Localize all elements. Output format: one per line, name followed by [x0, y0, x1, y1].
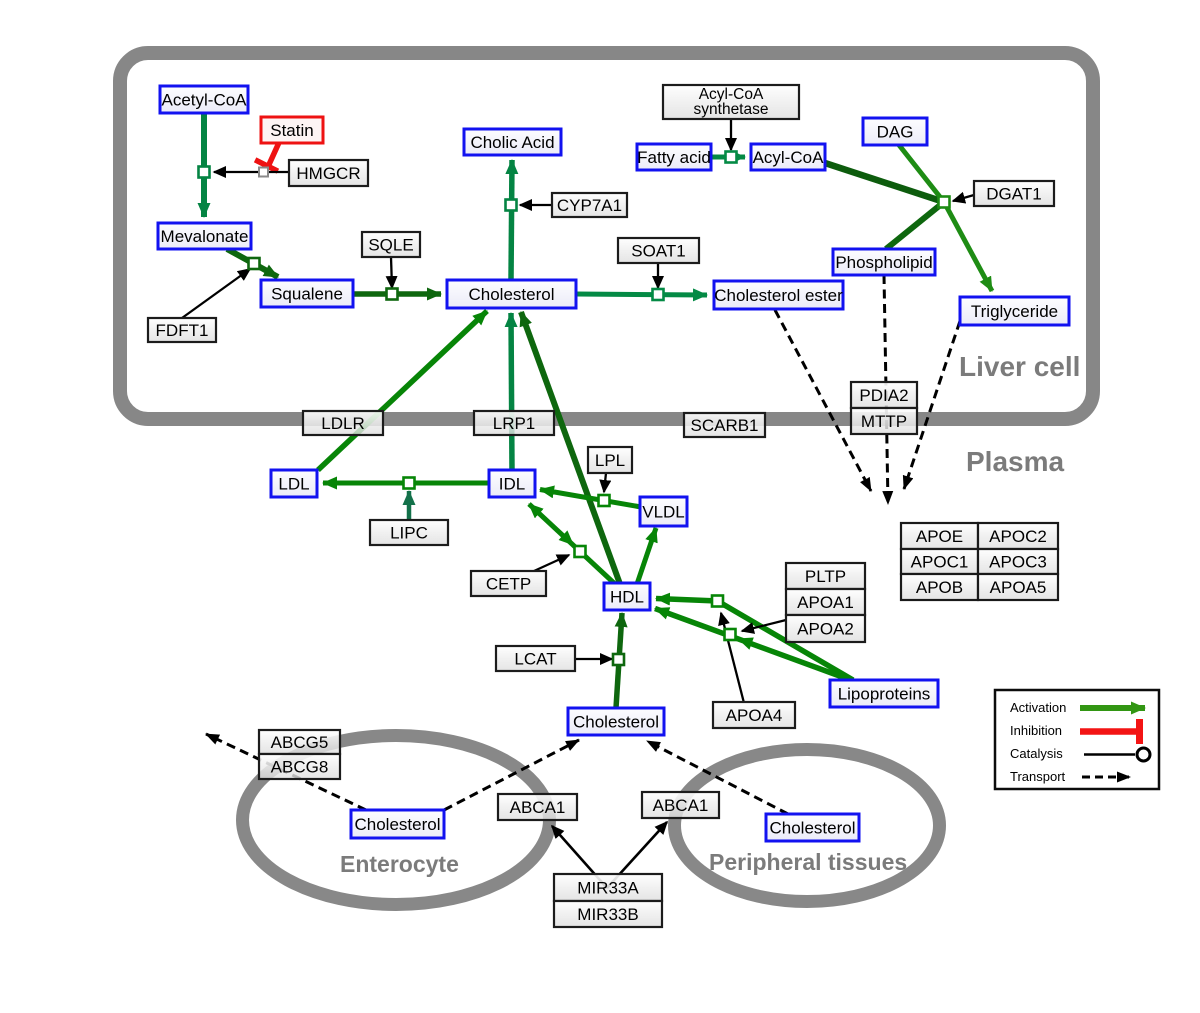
svg-text:ABCG5: ABCG5	[271, 733, 329, 752]
svg-text:LIPC: LIPC	[390, 524, 428, 543]
svg-text:Acetyl-CoA: Acetyl-CoA	[161, 91, 247, 110]
svg-text:Cholesterol ester: Cholesterol ester	[714, 286, 843, 305]
svg-text:APOE: APOE	[916, 527, 963, 546]
svg-text:APOC2: APOC2	[989, 527, 1047, 546]
svg-text:Plasma: Plasma	[966, 446, 1064, 477]
svg-text:SCARB1: SCARB1	[690, 416, 758, 435]
svg-text:Statin: Statin	[270, 121, 313, 140]
svg-text:PDIA2: PDIA2	[859, 386, 908, 405]
svg-text:Phospholipid: Phospholipid	[835, 253, 932, 272]
svg-text:Fatty acid: Fatty acid	[637, 148, 711, 167]
svg-text:Activation: Activation	[1010, 700, 1066, 715]
svg-text:APOA4: APOA4	[726, 706, 783, 725]
svg-text:LPL: LPL	[595, 451, 625, 470]
svg-text:HDL: HDL	[610, 588, 644, 607]
svg-text:Acyl-CoA: Acyl-CoA	[753, 148, 825, 167]
svg-text:CETP: CETP	[486, 575, 531, 594]
svg-text:DGAT1: DGAT1	[986, 185, 1041, 204]
svg-text:MIR33A: MIR33A	[577, 879, 639, 898]
svg-text:IDL: IDL	[499, 475, 525, 494]
svg-text:Cholesterol: Cholesterol	[573, 713, 659, 732]
svg-text:MIR33B: MIR33B	[577, 905, 638, 924]
svg-text:Inhibition: Inhibition	[1010, 723, 1062, 738]
svg-text:LDLR: LDLR	[321, 414, 364, 433]
svg-text:APOA1: APOA1	[797, 593, 854, 612]
svg-text:APOC3: APOC3	[989, 553, 1047, 572]
svg-text:Lipoproteins: Lipoproteins	[838, 685, 931, 704]
svg-text:Cholesterol: Cholesterol	[355, 815, 441, 834]
svg-text:VLDL: VLDL	[642, 503, 685, 522]
svg-text:Cholesterol: Cholesterol	[469, 285, 555, 304]
svg-text:MTTP: MTTP	[861, 412, 907, 431]
svg-text:synthetase: synthetase	[694, 101, 769, 118]
svg-text:Squalene: Squalene	[271, 285, 343, 304]
svg-text:Cholesterol: Cholesterol	[770, 819, 856, 838]
svg-text:Peripheral tissues: Peripheral tissues	[709, 849, 907, 875]
svg-text:APOA5: APOA5	[990, 578, 1047, 597]
svg-text:Cholic Acid: Cholic Acid	[470, 133, 554, 152]
svg-text:CYP7A1: CYP7A1	[557, 196, 622, 215]
svg-text:SOAT1: SOAT1	[631, 242, 685, 261]
svg-text:Catalysis: Catalysis	[1010, 746, 1063, 761]
svg-text:Triglyceride: Triglyceride	[971, 302, 1058, 321]
svg-text:APOC1: APOC1	[911, 553, 969, 572]
svg-text:FDFT1: FDFT1	[156, 321, 209, 340]
svg-text:APOB: APOB	[916, 578, 963, 597]
svg-text:HMGCR: HMGCR	[296, 164, 360, 183]
svg-text:LRP1: LRP1	[493, 414, 536, 433]
svg-text:LDL: LDL	[278, 475, 309, 494]
svg-text:APOA2: APOA2	[797, 620, 854, 639]
svg-text:ABCA1: ABCA1	[653, 796, 709, 815]
svg-text:Acyl-CoA: Acyl-CoA	[699, 86, 764, 103]
svg-text:Transport: Transport	[1010, 769, 1066, 784]
svg-text:LCAT: LCAT	[514, 650, 556, 669]
svg-text:ABCA1: ABCA1	[510, 798, 566, 817]
svg-text:Mevalonate: Mevalonate	[161, 227, 249, 246]
svg-text:ABCG8: ABCG8	[271, 758, 329, 777]
svg-text:SQLE: SQLE	[368, 236, 413, 255]
svg-text:DAG: DAG	[877, 123, 914, 142]
svg-text:Liver cell: Liver cell	[959, 351, 1080, 382]
svg-text:Enterocyte: Enterocyte	[340, 851, 459, 877]
svg-text:PLTP: PLTP	[805, 567, 846, 586]
